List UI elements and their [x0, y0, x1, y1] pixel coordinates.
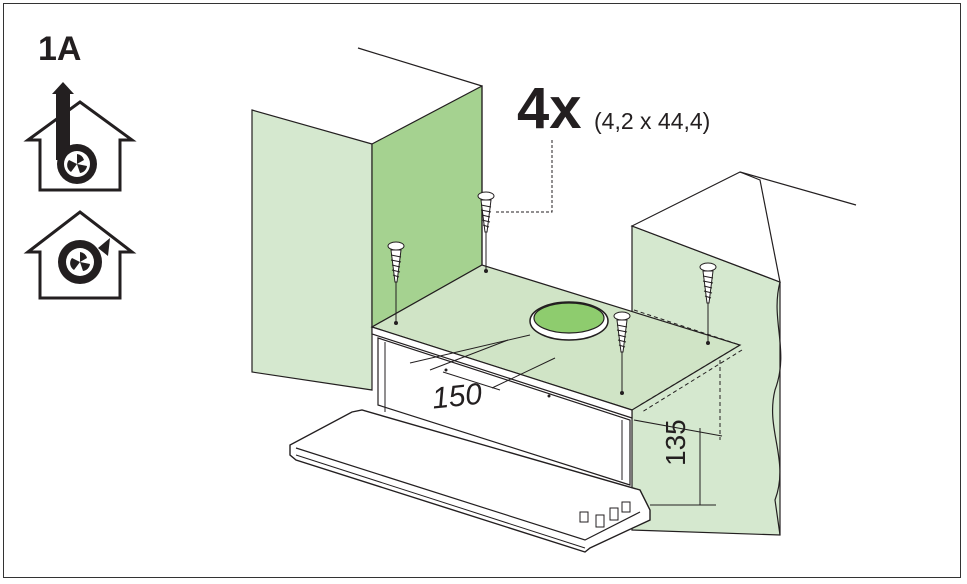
screw-icon [699, 262, 717, 304]
hood-body [377, 337, 631, 486]
right-cabinet-face [630, 171, 781, 283]
screw-quantity: 4x [517, 76, 582, 141]
recirculation-mode-icon [23, 210, 137, 300]
screw-icon [613, 311, 631, 353]
dimension-width: 150 [430, 377, 484, 416]
screw-icon [477, 191, 495, 233]
hood-drawer [289, 409, 651, 553]
step-label: 1A [38, 30, 82, 68]
screw-icon [387, 241, 405, 283]
panel-front-edge [371, 326, 633, 419]
left-cabinet-side [251, 109, 373, 391]
ducted-mode-icon [23, 82, 137, 192]
screw-size: (4,2 x 44,4) [594, 108, 711, 134]
dimension-height: 135 [660, 419, 691, 466]
